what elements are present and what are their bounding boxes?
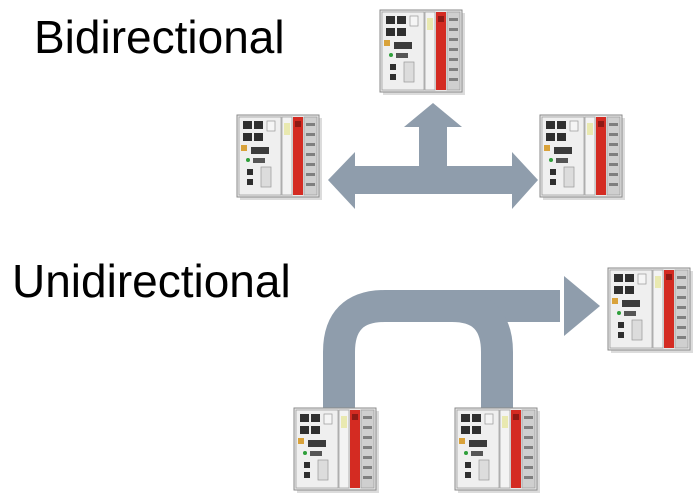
bidirectional-label: Bidirectional [34,11,285,63]
unidirectional-label: Unidirectional [12,255,291,307]
bidirectional-arrows [328,103,538,209]
unidirectional-arrows [323,290,560,475]
unidirectional-target-device [607,267,694,354]
bidirectional-up-arrowhead [404,103,462,127]
unidirectional-right-path [451,290,513,475]
bidirectional-right-device [539,114,626,201]
unidirectional-source-left-device [293,407,380,494]
bidirectional-right-arrowhead [512,152,538,209]
bidirectional-top-device [379,9,466,96]
bidirectional-vertical-shaft [419,125,447,170]
unidirectional-source-right-device [454,407,541,494]
bidirectional-left-device [236,114,323,201]
unidirectional-left-path [323,290,560,475]
bidirectional-horizontal-shaft [352,166,516,194]
unidirectional-arrowhead [564,276,600,336]
bidirectional-left-arrowhead [328,152,355,209]
